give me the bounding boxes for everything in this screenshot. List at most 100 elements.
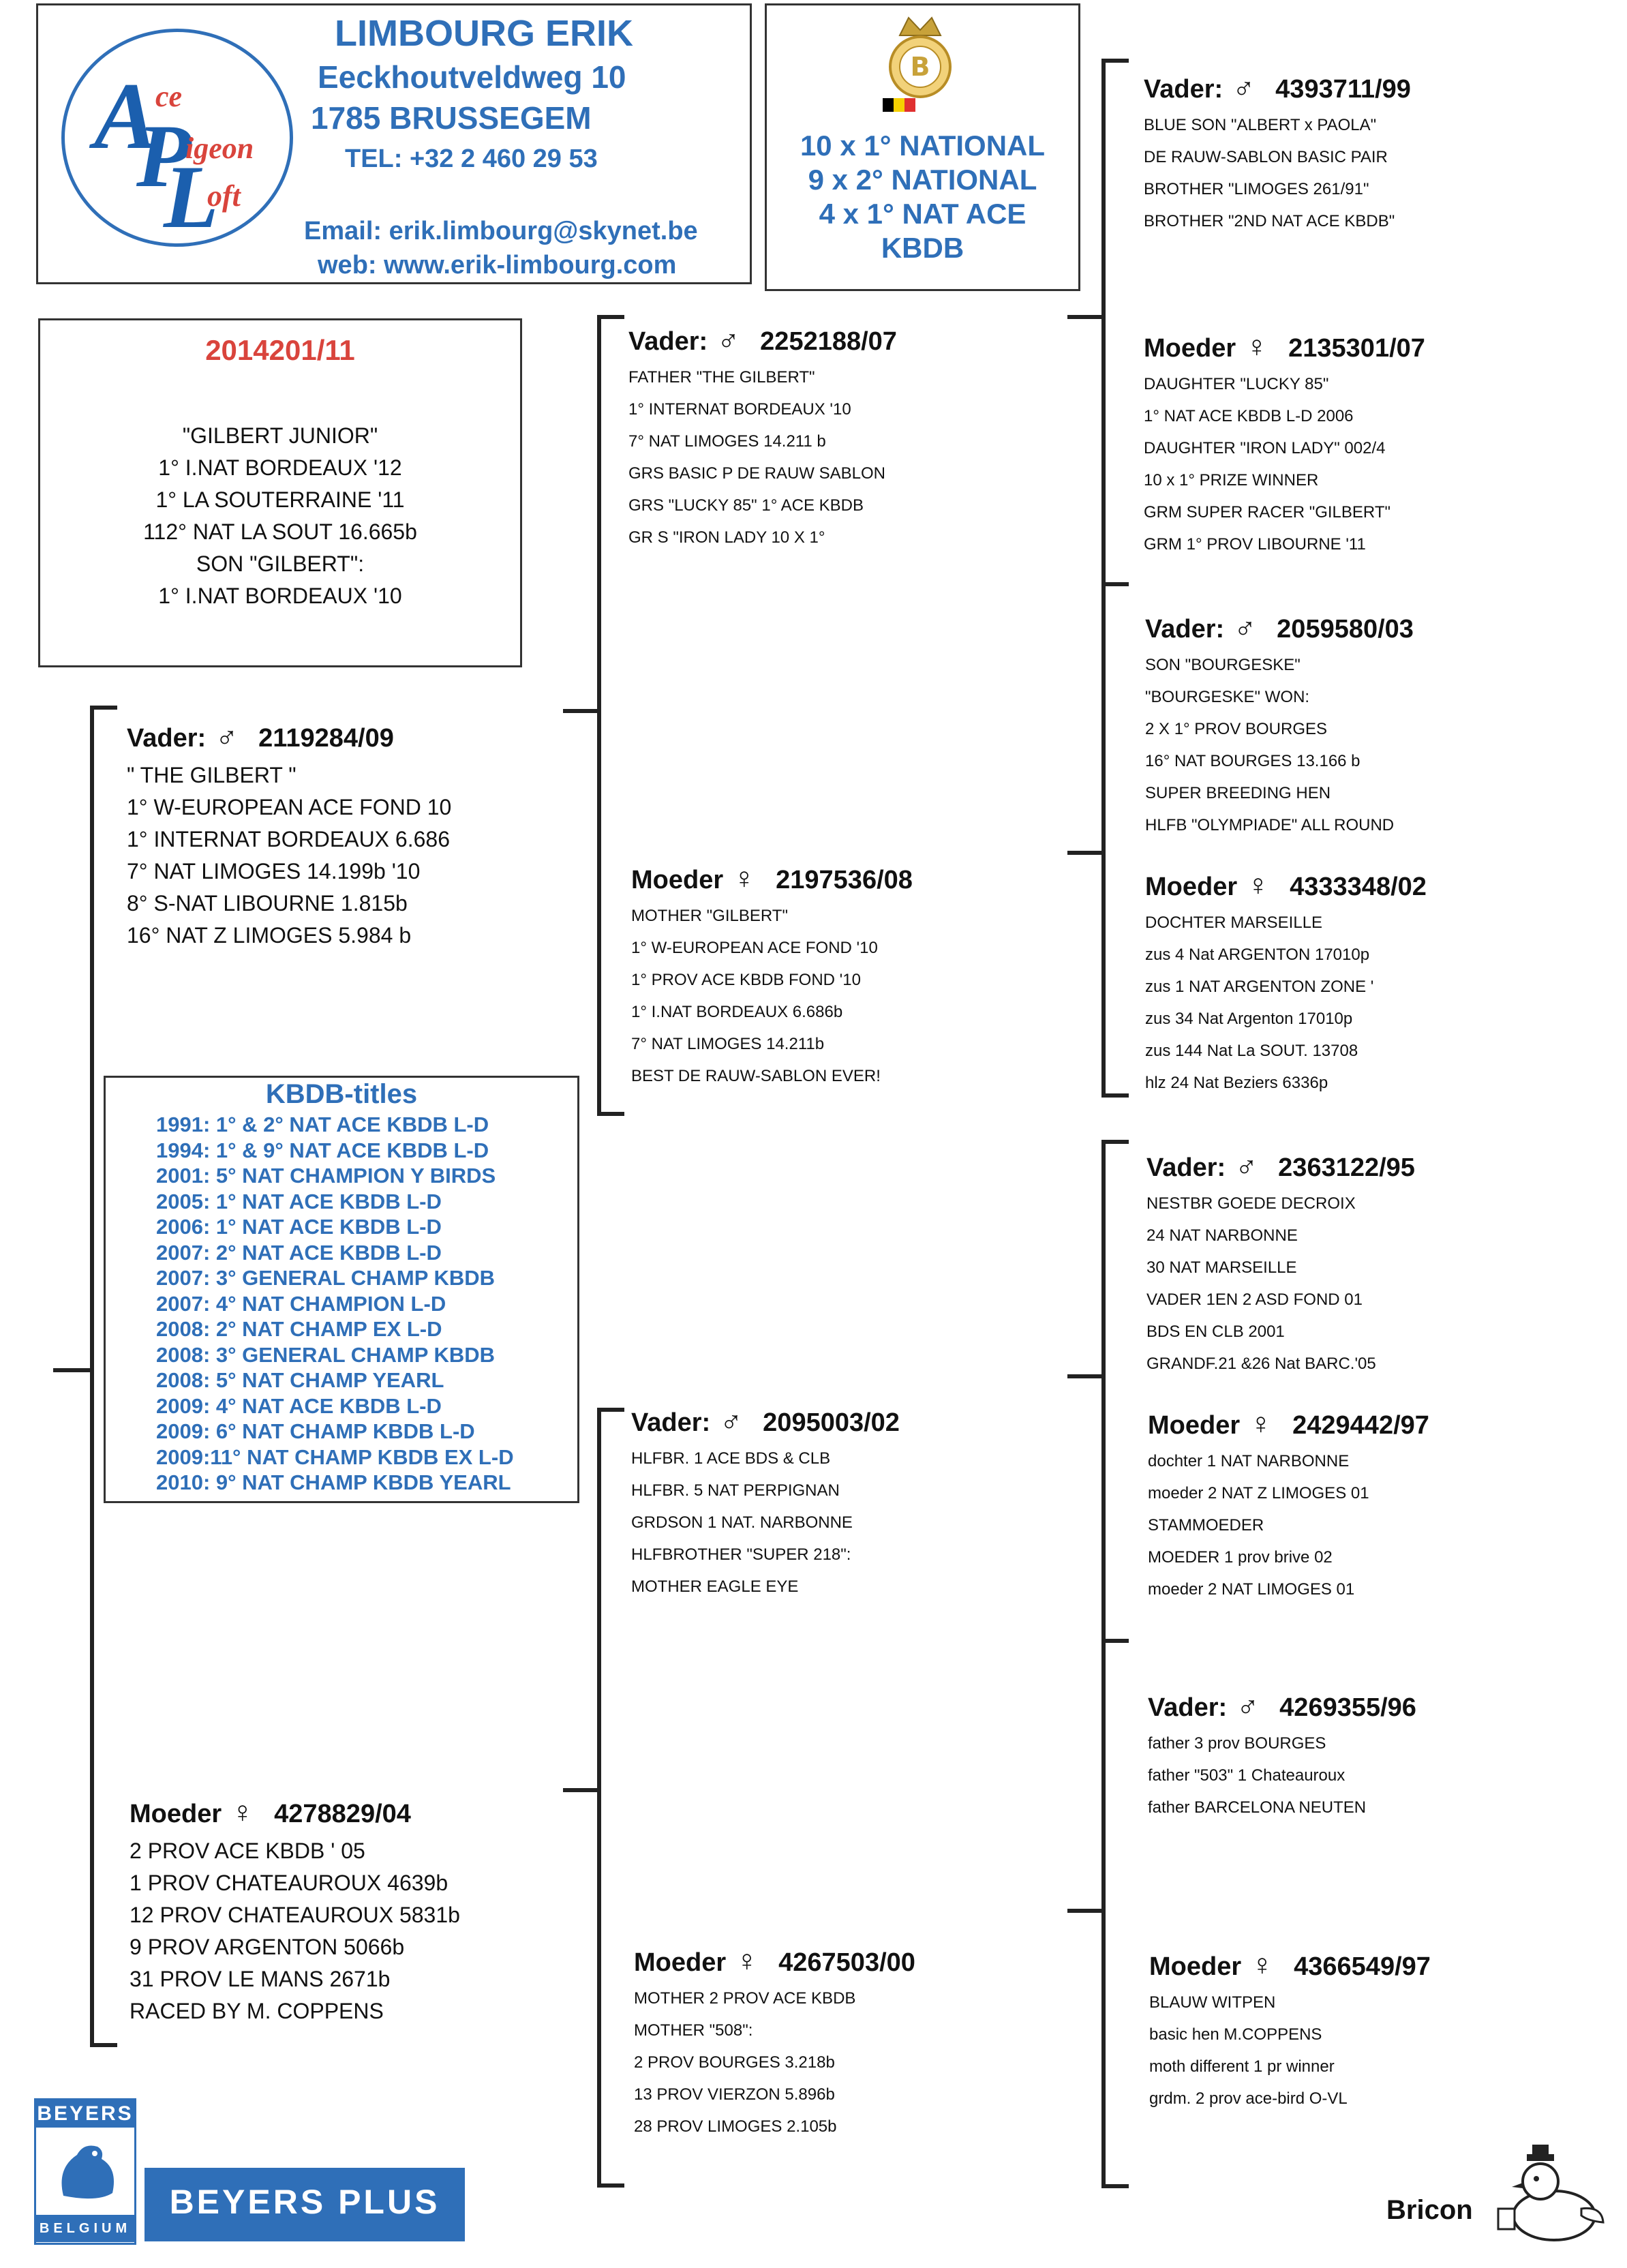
ggp-block-3: Vader:♂2059580/03 SON "BOURGESKE" "BOURG…: [1145, 611, 1414, 841]
female-icon: ♀: [1249, 1407, 1273, 1440]
pigeon-line: 112° NAT LA SOUT 16.665b: [143, 519, 417, 544]
kbdb-title: 2010: 9° NAT CHAMP KBDB YEARL: [156, 1470, 511, 1494]
ggp-line: NESTBR GOEDE DECROIX: [1146, 1194, 1356, 1213]
kbdb-titles-list: 1991: 1° & 2° NAT ACE KBDB L-D 1994: 1° …: [156, 1112, 514, 1496]
pigeon-box: 2014201/11 "GILBERT JUNIOR" 1° I.NAT BOR…: [38, 318, 522, 667]
ggp-label: Vader:: [1144, 75, 1223, 104]
male-icon: ♂: [720, 1404, 743, 1438]
badge-line-2: 9 x 2° NATIONAL: [808, 164, 1037, 196]
beyers-belgium-logo: BEYERS BELGIUM: [34, 2098, 136, 2245]
female-icon: ♀: [735, 1944, 759, 1978]
kbdb-title: 2005: 1° NAT ACE KBDB L-D: [156, 1189, 442, 1213]
ggp-line: VADER 1EN 2 ASD FOND 01: [1146, 1290, 1363, 1309]
kbdb-title: 2001: 5° NAT CHAMPION Y BIRDS: [156, 1164, 496, 1188]
ggp-ring: 2135301/07: [1288, 334, 1425, 363]
sire-line: 7° NAT LIMOGES 14.199b '10: [127, 859, 421, 883]
gp-ring: 4267503/00: [778, 1948, 915, 1977]
ggp-line: 30 NAT MARSEILLE: [1146, 1258, 1297, 1277]
owner-phone: TEL: +32 2 460 29 53: [345, 145, 598, 173]
ggp-line: grdm. 2 prov ace-bird O-VL: [1149, 2089, 1348, 2108]
kbdb-title: 1994: 1° & 9° NAT ACE KBDB L-D: [156, 1138, 489, 1162]
ggp-line: STAMMOEDER: [1148, 1516, 1264, 1534]
male-icon: ♂: [215, 720, 239, 753]
sire-line: " THE GILBERT ": [127, 763, 296, 787]
beyers-logo-top-text: BEYERS: [36, 2100, 134, 2128]
gp-line: GR S "IRON LADY 10 X 1°: [628, 528, 825, 547]
kbdb-title: 2008: 5° NAT CHAMP YEARL: [156, 1368, 444, 1392]
kbdb-title: 2009: 4° NAT ACE KBDB L-D: [156, 1393, 442, 1418]
ggp-ring: 4333348/02: [1290, 873, 1427, 901]
ggp-ring: 4393711/99: [1275, 75, 1411, 104]
owner-website: web: www.erik-limbourg.com: [318, 251, 677, 279]
ggp-line: "BOURGESKE" WON:: [1145, 688, 1310, 706]
gp-line: GRS BASIC P DE RAUW SABLON: [628, 464, 885, 483]
gp-line: GRDSON 1 NAT. NARBONNE: [631, 1513, 853, 1532]
ggp-block-6: Moeder♀2429442/97 dochter 1 NAT NARBONNE…: [1148, 1407, 1429, 1605]
female-icon: ♀: [231, 1796, 254, 1829]
male-icon: ♂: [1234, 611, 1257, 644]
kbdb-title: 2009:11° NAT CHAMP KBDB EX L-D: [156, 1445, 514, 1469]
ggp-line: GRANDF.21 &26 Nat BARC.'05: [1146, 1355, 1376, 1373]
female-icon: ♀: [1245, 330, 1268, 363]
gp-line: 7° NAT LIMOGES 14.211b: [631, 1035, 825, 1053]
badge-line-3: 4 x 1° NAT ACE: [819, 198, 1027, 230]
pigeon-line: 1° I.NAT BORDEAUX '12: [158, 455, 402, 480]
pigeon-line: 1° LA SOUTERRAINE '11: [155, 487, 405, 512]
ggp-line: zus 144 Nat La SOUT. 13708: [1145, 1042, 1358, 1060]
pigeon-line: SON "GILBERT":: [196, 551, 365, 576]
ggp-line: dochter 1 NAT NARBONNE: [1148, 1452, 1350, 1470]
kbdb-title: 2008: 3° GENERAL CHAMP KBDB: [156, 1342, 496, 1367]
gp-label: Moeder: [634, 1948, 727, 1977]
gp-line: MOTHER 2 PROV ACE KBDB: [634, 1989, 856, 2008]
ggp-line: 10 x 1° PRIZE WINNER: [1144, 471, 1319, 489]
gp-label: Vader:: [628, 327, 708, 356]
gp-line: 1° PROV ACE KBDB FOND '10: [631, 971, 861, 989]
ggp-line: DAUGHTER "LUCKY 85": [1144, 375, 1329, 393]
male-icon: ♂: [1235, 1149, 1258, 1183]
gp-line: 7° NAT LIMOGES 14.211 b: [628, 432, 826, 451]
grandsire-maternal-block: Vader:♂2095003/02 HLFBR. 1 ACE BDS & CLB…: [631, 1404, 900, 1603]
gp-line: 1° I.NAT BORDEAUX 6.686b: [631, 1003, 843, 1021]
ggp-line: BROTHER "LIMOGES 261/91": [1144, 180, 1369, 198]
achievements-box: B 10 x 1° NATIONAL 9 x 2° NATIONAL 4 x 1…: [765, 3, 1080, 291]
dam-line: 12 PROV CHATEAUROUX 5831b: [130, 1903, 460, 1927]
dam-label: Moeder: [130, 1800, 222, 1828]
sire-line: 1° INTERNAT BORDEAUX 6.686: [127, 827, 450, 851]
ggp-line: father 3 prov BOURGES: [1148, 1734, 1326, 1753]
logo-text-oft: oft: [207, 179, 241, 213]
dam-line: RACED BY M. COPPENS: [130, 1999, 384, 2023]
ggp-line: MOEDER 1 prov brive 02: [1148, 1548, 1333, 1567]
ggp-line: moeder 2 NAT Z LIMOGES 01: [1148, 1484, 1369, 1502]
badge-line-1: 10 x 1° NATIONAL: [800, 130, 1046, 162]
ggp-label: Moeder: [1145, 873, 1238, 901]
ggp-line: BDS EN CLB 2001: [1146, 1322, 1285, 1341]
kbdb-title: 2008: 2° NAT CHAMP EX L-D: [156, 1317, 442, 1341]
ggp-label: Moeder: [1144, 334, 1236, 363]
gp-line: GRS "LUCKY 85" 1° ACE KBDB: [628, 496, 864, 515]
dam-line: 31 PROV LE MANS 2671b: [130, 1967, 391, 1991]
gp-line: HLFBR. 5 NAT PERPIGNAN: [631, 1481, 840, 1500]
bricon-pigeon-mascot-icon: [1486, 2141, 1609, 2250]
gp-ring: 2197536/08: [776, 866, 913, 894]
owner-name: LIMBOURG ERIK: [335, 13, 633, 54]
ggp-block-4: Moeder♀4333348/02 DOCHTER MARSEILLE zus …: [1145, 868, 1427, 1099]
ggp-label: Moeder: [1148, 1411, 1241, 1440]
gp-line: FATHER "THE GILBERT": [628, 368, 815, 387]
gp-line: 28 PROV LIMOGES 2.105b: [634, 2117, 837, 2136]
sire-block: Vader:♂2119284/09 " THE GILBERT " 1° W-E…: [127, 720, 451, 952]
ggp-line: zus 1 NAT ARGENTON ZONE ': [1145, 978, 1374, 996]
ggp-block-1: Vader:♂4393711/99 BLUE SON "ALBERT x PAO…: [1144, 71, 1411, 237]
female-icon: ♀: [733, 862, 756, 895]
logo-text-igeon: igeon: [185, 132, 254, 165]
ace-pigeon-loft-logo: A ce P igeon L oft: [61, 29, 293, 247]
ggp-label: Vader:: [1148, 1693, 1228, 1722]
pigeon-line: 1° I.NAT BORDEAUX '10: [158, 584, 402, 608]
logo-letter-p: P: [136, 106, 192, 206]
gp-line: 13 PROV VIERZON 5.896b: [634, 2085, 835, 2104]
badge-line-4: KBDB: [881, 232, 964, 264]
gp-line: HLFBROTHER "SUPER 218":: [631, 1545, 851, 1564]
logo-letter-l: L: [164, 147, 219, 247]
bricon-brand: Bricon: [1386, 2195, 1473, 2225]
ggp-line: 2 X 1° PROV BOURGES: [1145, 720, 1328, 738]
ggp-line: SON "BOURGESKE": [1145, 656, 1301, 674]
